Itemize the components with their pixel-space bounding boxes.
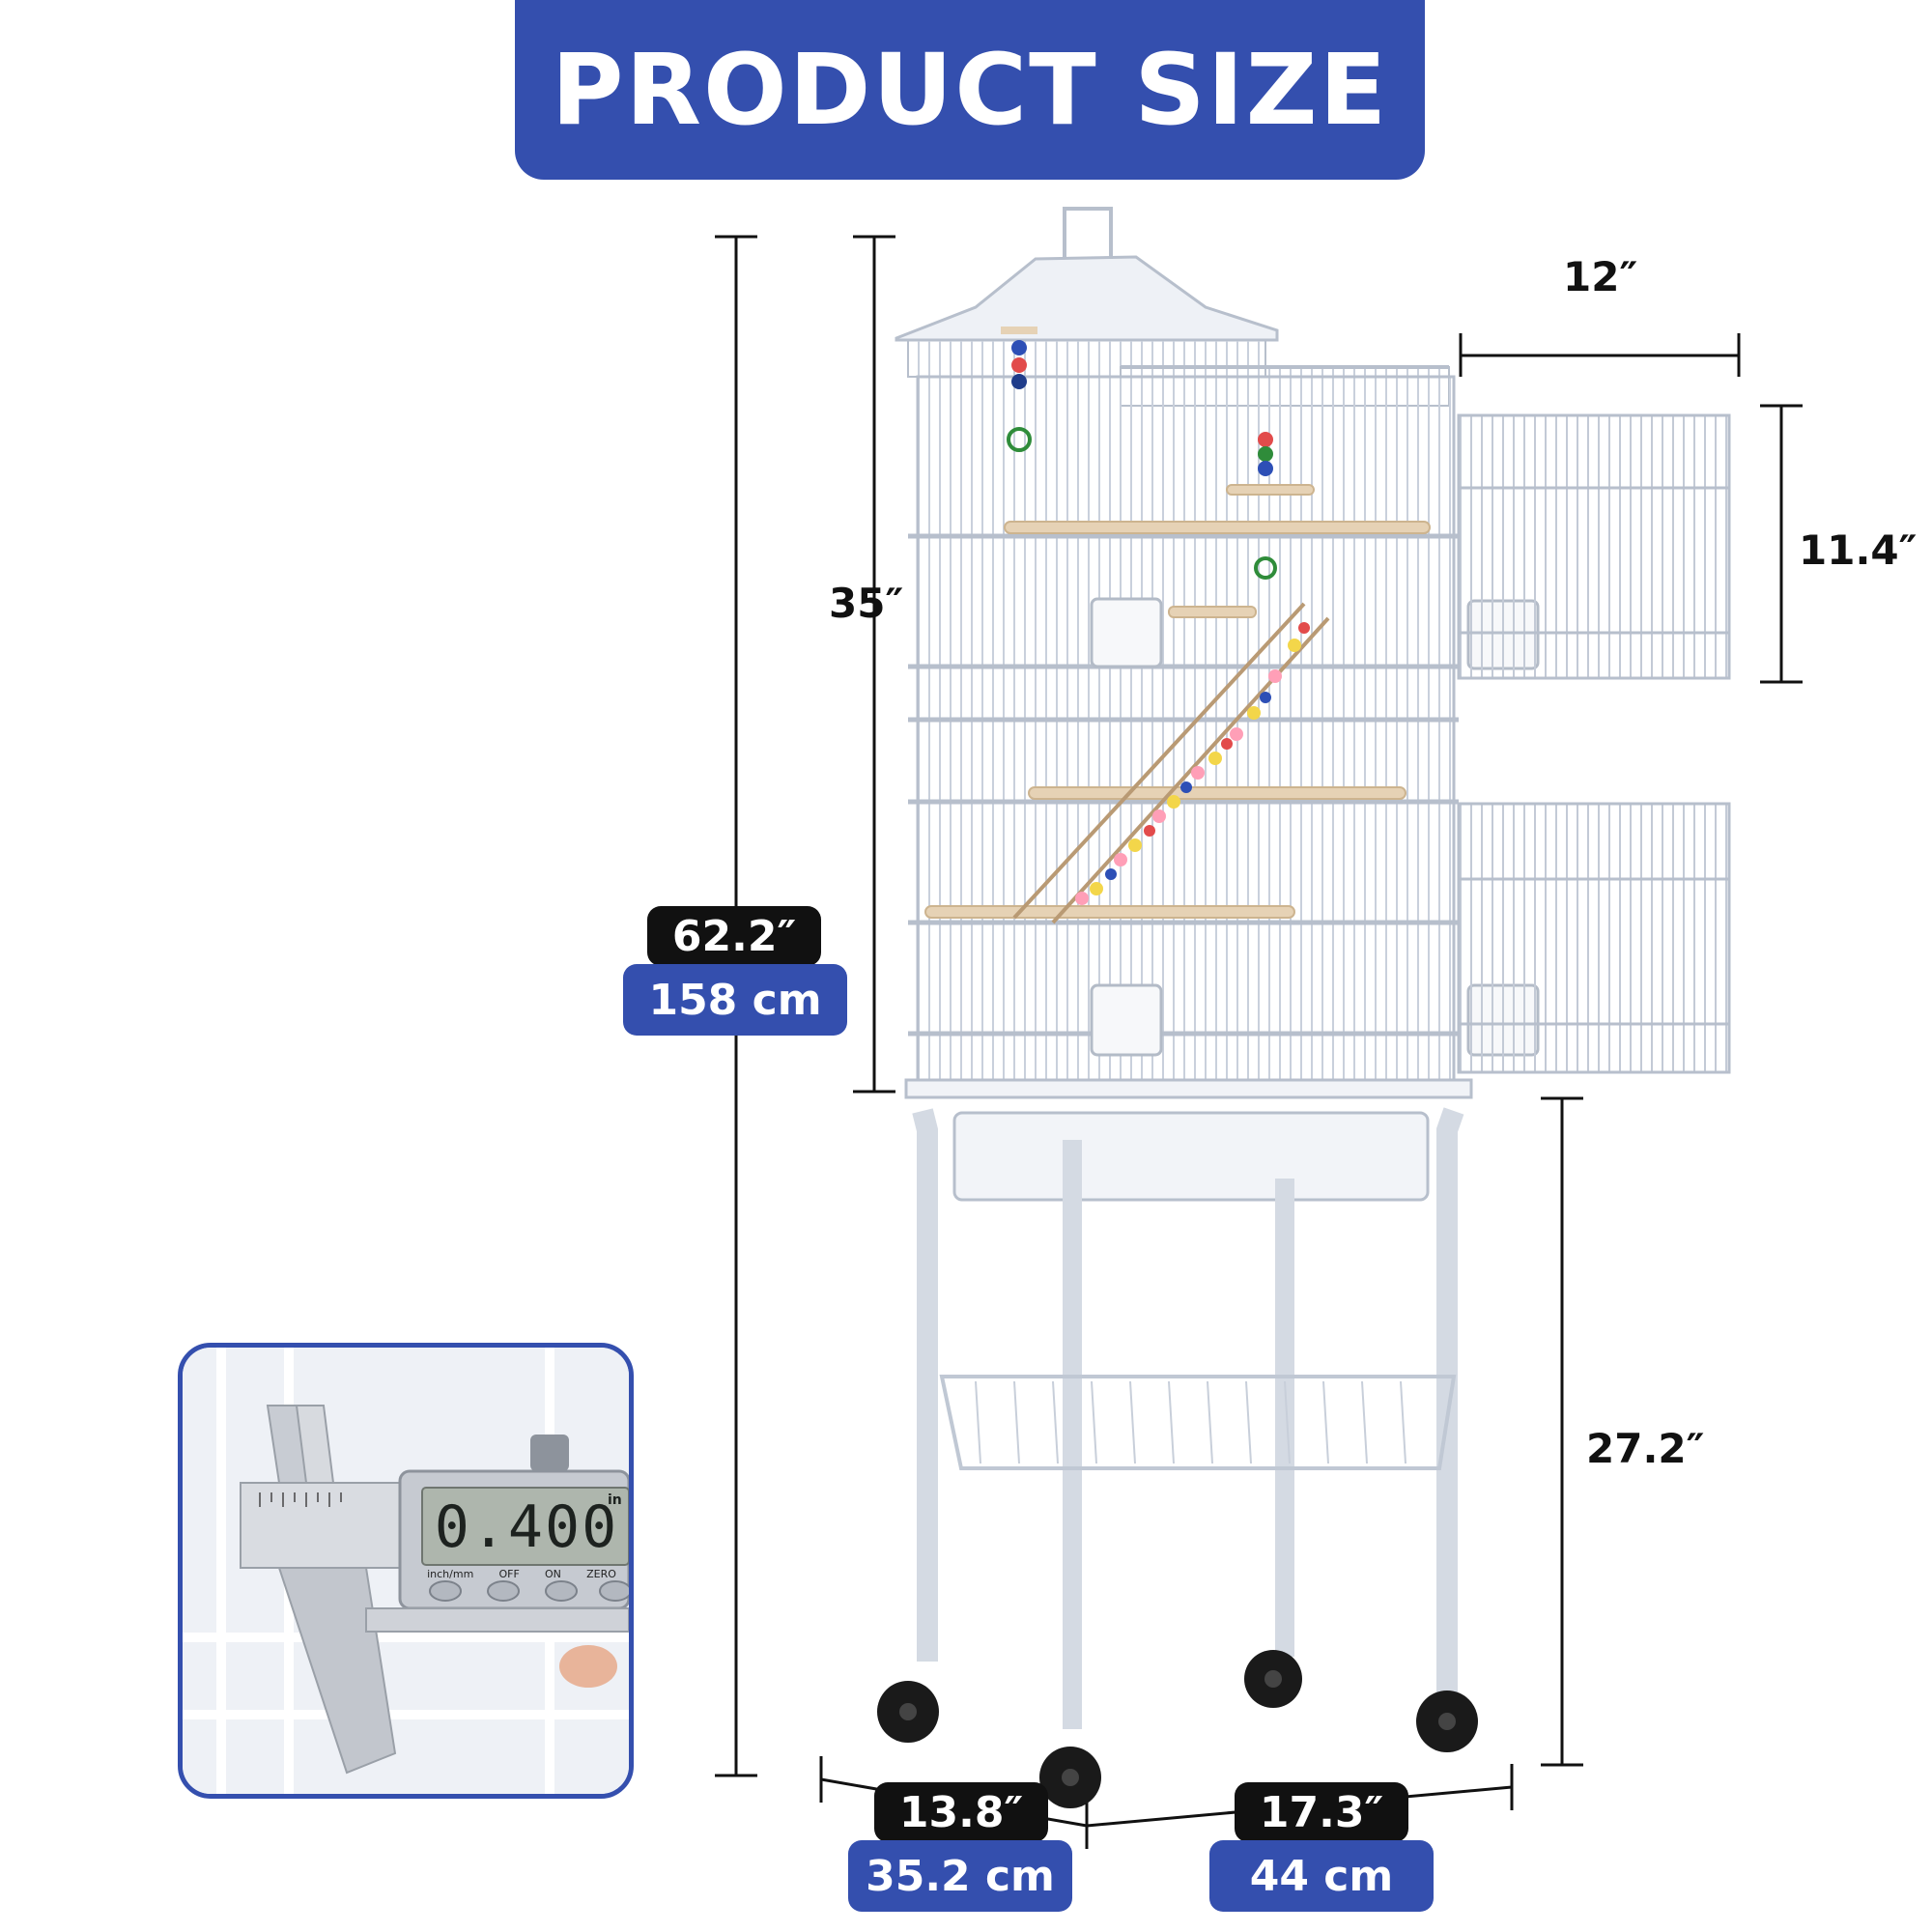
door-height-label: 11.4″ — [1799, 526, 1918, 574]
width-cm-label: 44 cm — [1209, 1840, 1434, 1912]
caliper-unit: in — [608, 1492, 622, 1508]
total-height-inches-label: 62.2″ — [647, 906, 821, 966]
width-cm-text: 44 cm — [1249, 1851, 1394, 1901]
cage-body — [904, 327, 1540, 1099]
banner-title: PRODUCT SIZE — [551, 32, 1389, 148]
depth-inches-label: 13.8″ — [874, 1782, 1048, 1842]
total-height-cm-label: 158 cm — [623, 964, 847, 1036]
caliper-inset: 0.400 inch/mm OFF ON ZERO in — [178, 1343, 634, 1799]
caliper-label-zero: ZERO — [586, 1568, 616, 1580]
width-inches-label: 17.3″ — [1235, 1782, 1408, 1842]
depth-inches-text: 13.8″ — [898, 1787, 1024, 1837]
stand-height-label: 27.2″ — [1586, 1425, 1705, 1472]
caliper-label-off: OFF — [498, 1568, 520, 1580]
caliper-label-unit-toggle: inch/mm — [427, 1568, 474, 1580]
total-height-cm-text: 158 cm — [648, 975, 822, 1025]
cage-doors — [1457, 413, 1731, 1074]
hanging-toys — [1001, 327, 1277, 580]
door-width-label: 12″ — [1563, 253, 1638, 300]
caliper-reading: 0.400 — [434, 1493, 619, 1561]
depth-cm-label: 35.2 cm — [848, 1840, 1072, 1912]
caliper-illustration — [183, 1348, 629, 1794]
caliper-label-on: ON — [545, 1568, 561, 1580]
product-size-banner: PRODUCT SIZE — [515, 0, 1425, 180]
cage-height-label: 35″ — [829, 580, 904, 627]
cage-stand — [877, 1107, 1478, 1808]
caliper-button-labels: inch/mm OFF ON ZERO — [414, 1568, 629, 1583]
width-inches-text: 17.3″ — [1259, 1787, 1384, 1837]
depth-cm-text: 35.2 cm — [866, 1851, 1055, 1901]
total-height-inches-text: 62.2″ — [671, 911, 797, 961]
ladder — [1012, 602, 1330, 924]
